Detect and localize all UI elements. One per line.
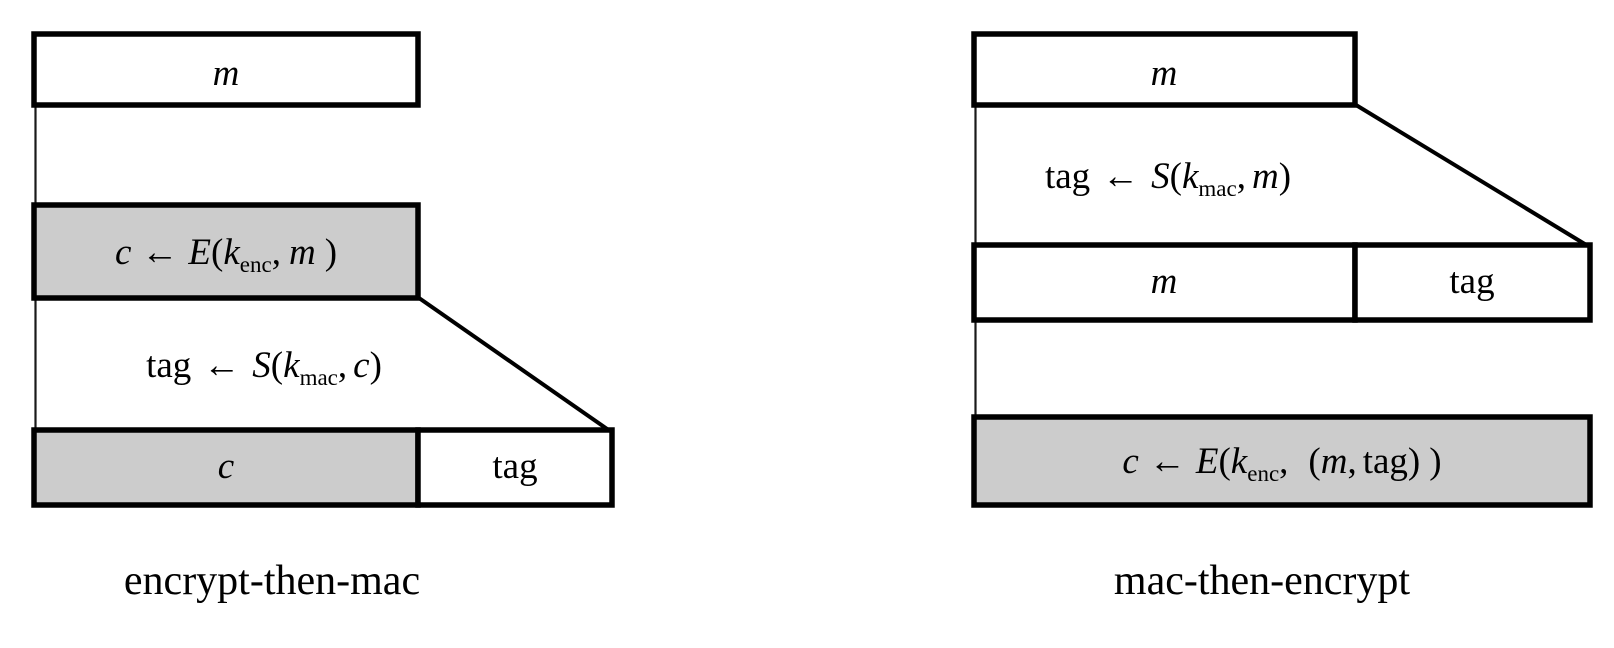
mte-encrypt-pair-open: ( [1308,441,1320,482]
etm-output-tag-box [415,427,615,508]
etm-encrypt-open: ( [211,232,223,273]
mte-encrypt-pair-first: m [1321,441,1348,482]
etm-encrypt-lhs: c [115,232,132,273]
etm-mac-open: ( [271,345,283,386]
etm-mac-step-formula: tag ← S(kmac,c) [146,345,382,390]
etm-encrypt-close: ) [325,232,337,273]
etm-encrypt-arrow: ← [141,232,178,273]
etm-encrypt-fn: E [187,232,211,273]
mte-mac-key-sub: mac [1198,176,1236,201]
mte-encrypt-comma: , [1279,441,1288,482]
mte-input-m-box [971,31,1358,108]
etm-input-m-label: m [213,53,240,94]
mte-encrypt-key-sub: enc [1247,461,1279,486]
etm-output-tag-label: tag [492,446,537,487]
mte-input-m-label: m [1151,53,1178,94]
mte-mac-arrow: ← [1102,156,1139,197]
mte-encrypt-lhs: c [1122,441,1139,482]
mte-mac-arg: m [1252,156,1279,197]
mte-mac-fn: S [1151,156,1170,197]
etm-output-c-label: c [218,446,235,487]
panel-mac-then-encrypt: m tag←S(kmac,m) m tag c←E(kenc,(m,tag)) … [971,31,1593,604]
caption-encrypt-then-mac: encrypt-then-mac [124,558,420,604]
etm-diagonal-connector [417,296,612,433]
mte-diagonal-connector [1354,103,1590,248]
etm-mac-key-sub: mac [300,365,338,390]
etm-encrypt-formula: c←E(kenc,m) [115,232,337,277]
mte-encrypt-open: ( [1218,441,1230,482]
mte-encrypt-box [971,414,1593,508]
mte-encrypt-pair-second: tag [1363,441,1408,482]
etm-output-c-box [31,427,421,508]
mte-pair-tag-label: tag [1449,261,1494,302]
mte-mac-close: ) [1279,156,1291,197]
mte-mac-step-formula: tag ← S(kmac,m) [1045,156,1291,201]
etm-mac-comma: , [338,345,347,386]
mte-encrypt-fn: E [1195,441,1219,482]
mte-encrypt-arrow: ← [1149,441,1186,482]
etm-mac-close: ) [370,345,382,386]
etm-encrypt-box [31,202,421,301]
mte-encrypt-key: k [1231,441,1248,482]
mte-encrypt-pair-close: ) [1408,441,1420,482]
etm-encrypt-comma: , [272,232,281,273]
mte-pair-m-label: m [1151,261,1178,302]
caption-mac-then-encrypt: mac-then-encrypt [1114,558,1411,604]
etm-mac-key: k [283,345,300,386]
mte-mac-lhs: tag [1045,156,1090,197]
etm-encrypt-key-sub: enc [240,252,272,277]
etm-mac-lhs: tag [146,345,191,386]
mte-encrypt-pair-comma: , [1347,441,1356,482]
mte-pair-m-box [971,242,1358,323]
mte-pair-tag-box [1352,242,1593,323]
mte-encrypt-formula: c←E(kenc,(m,tag)) [1122,441,1441,486]
etm-mac-arg: c [353,345,370,386]
etm-encrypt-arg: m [289,232,316,273]
mte-mac-key: k [1182,156,1199,197]
mte-mac-open: ( [1170,156,1182,197]
mte-encrypt-close: ) [1429,441,1441,482]
etm-input-m-box [31,31,421,108]
panel-encrypt-then-mac: m c←E(kenc,m) tag←S(kmac,c) c tag encryp… [31,31,615,604]
etm-mac-arrow: ← [203,345,240,386]
etm-encrypt-key: k [223,232,240,273]
mte-mac-comma: , [1237,156,1246,197]
etm-mac-fn: S [252,345,271,386]
